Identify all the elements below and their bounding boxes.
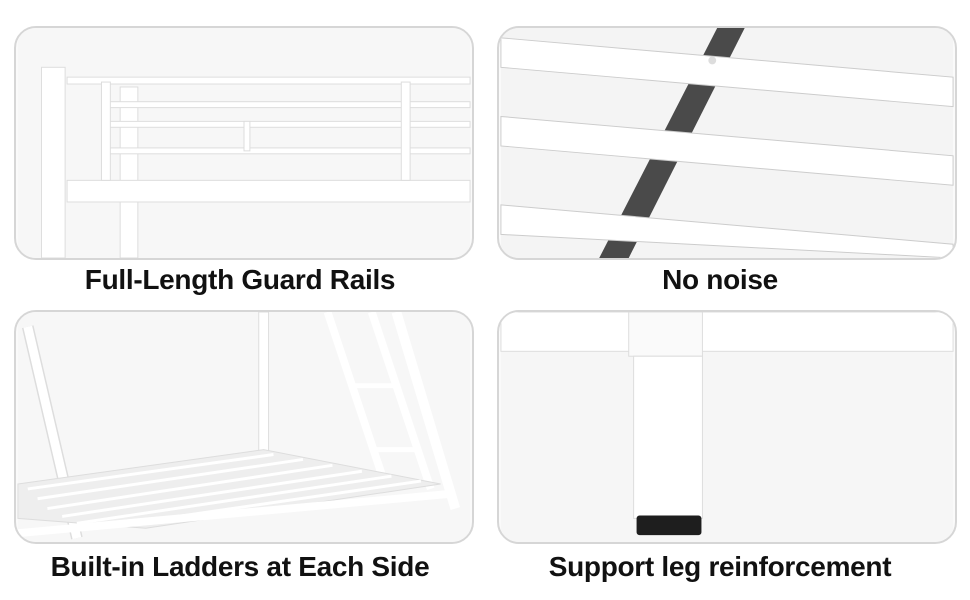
caption-ladders: Built-in Ladders at Each Side	[50, 551, 430, 582]
caption-no-noise: No noise	[662, 264, 778, 295]
caption-support-leg: Support leg reinforcement	[548, 551, 892, 582]
caption-guard-rails: Full-Length Guard Rails	[84, 264, 396, 295]
guard-rails-illustration	[17, 28, 471, 258]
ladder-illustration	[17, 312, 471, 542]
support-leg-photo	[497, 310, 957, 544]
slats-illustration	[500, 28, 954, 258]
guard-rails-photo	[14, 26, 474, 260]
ladders-photo	[14, 310, 474, 544]
no-noise-photo	[497, 26, 957, 260]
leg-illustration	[500, 312, 954, 542]
